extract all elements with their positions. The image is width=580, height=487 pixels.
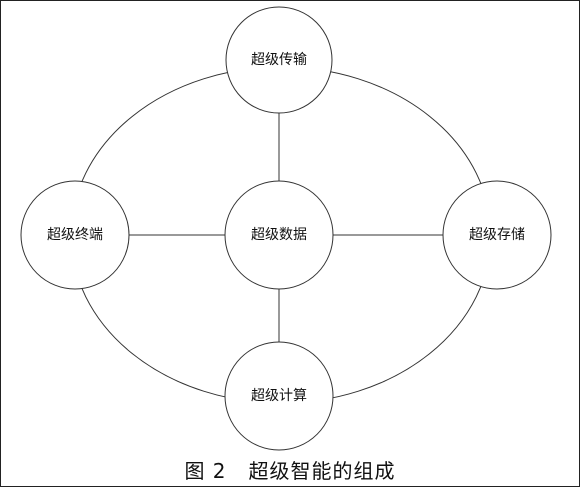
- node-center: 超级数据: [224, 180, 334, 290]
- node-center-label: 超级数据: [251, 227, 307, 243]
- node-right-label: 超级存储: [469, 227, 525, 243]
- node-right-circle: [442, 180, 552, 290]
- node-top: 超级传输: [225, 6, 333, 114]
- node-bottom-circle: [224, 341, 334, 451]
- node-left-label: 超级终端: [47, 227, 103, 243]
- figure-title: 超级智能的组成: [248, 459, 396, 483]
- figure-caption: 图 2 超级智能的组成: [1, 455, 579, 484]
- node-left: 超级终端: [20, 180, 130, 290]
- node-bottom: 超级计算: [224, 341, 334, 451]
- node-right: 超级存储: [442, 180, 552, 290]
- node-left-circle: [20, 180, 130, 290]
- figure-number: 图 2: [184, 459, 227, 483]
- node-top-circle: [225, 6, 333, 114]
- node-center-circle: [224, 180, 334, 290]
- node-top-label: 超级传输: [251, 52, 307, 68]
- node-bottom-label: 超级计算: [251, 388, 307, 404]
